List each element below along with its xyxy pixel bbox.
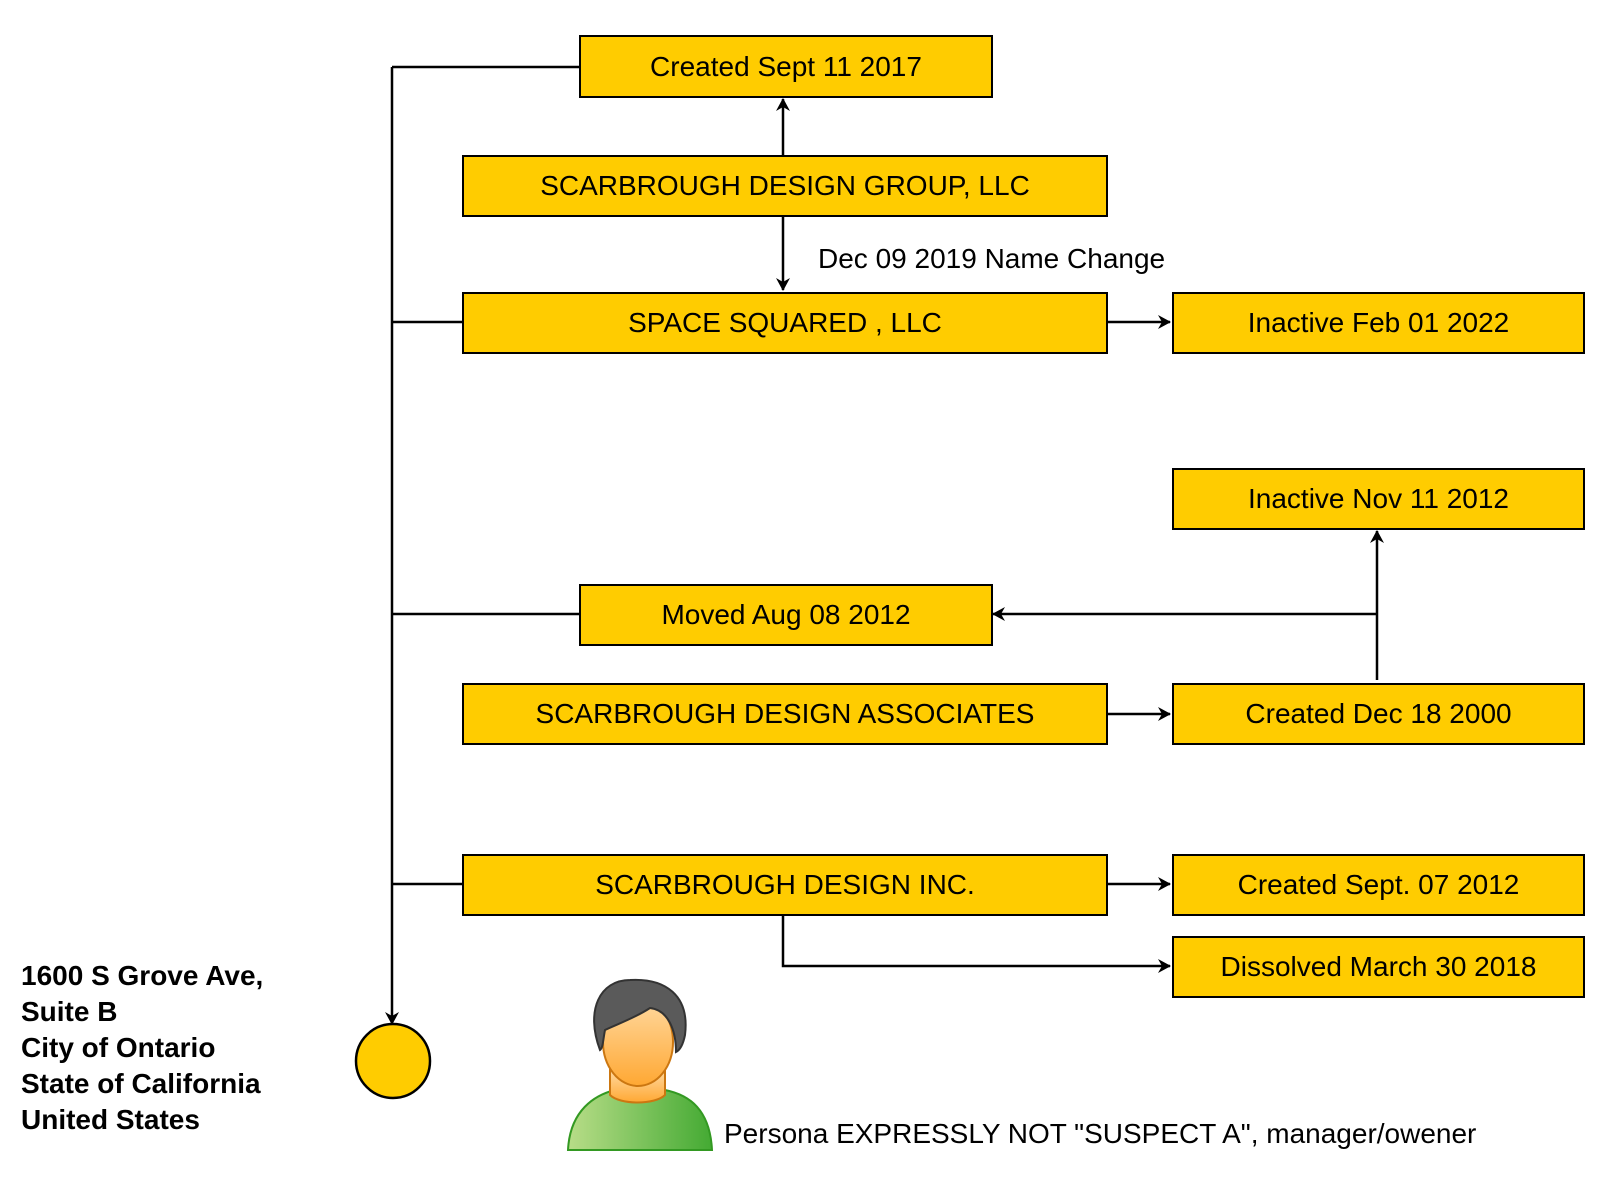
name-change-label: Dec 09 2019 Name Change (818, 243, 1166, 274)
address-block: 1600 S Grove Ave, Suite B City of Ontari… (21, 958, 263, 1138)
address-line: 1600 S Grove Ave, (21, 960, 264, 991)
node-scarbrough-design-inc: SCARBROUGH DESIGN INC. (462, 854, 1108, 916)
address-line: City of Ontario (21, 1032, 216, 1063)
node-created-sept-2012: Created Sept. 07 2012 (1172, 854, 1585, 916)
person-caption: Persona EXPRESSLY NOT "SUSPECT A", manag… (724, 1118, 1477, 1149)
node-inactive-feb-2022: Inactive Feb 01 2022 (1172, 292, 1585, 354)
node-scarbrough-design-group-llc: SCARBROUGH DESIGN GROUP, LLC (462, 155, 1108, 217)
location-node (354, 1022, 432, 1100)
arrow-inc-to-dissolved (781, 915, 1171, 973)
node-scarbrough-design-associates: SCARBROUGH DESIGN ASSOCIATES (462, 683, 1108, 745)
node-created-dec-2000: Created Dec 18 2000 (1172, 683, 1585, 745)
node-moved-aug-2012: Moved Aug 08 2012 (579, 584, 993, 646)
node-inactive-nov-2012: Inactive Nov 11 2012 (1172, 468, 1585, 530)
address-line: Suite B (21, 996, 118, 1027)
node-created-sept-2017: Created Sept 11 2017 (579, 35, 993, 98)
person-icon (566, 978, 714, 1151)
node-dissolved-march-2018: Dissolved March 30 2018 (1172, 936, 1585, 998)
address-line: State of California (21, 1068, 261, 1099)
address-line: United States (21, 1104, 200, 1135)
node-space-squared-llc: SPACE SQUARED , LLC (462, 292, 1108, 354)
